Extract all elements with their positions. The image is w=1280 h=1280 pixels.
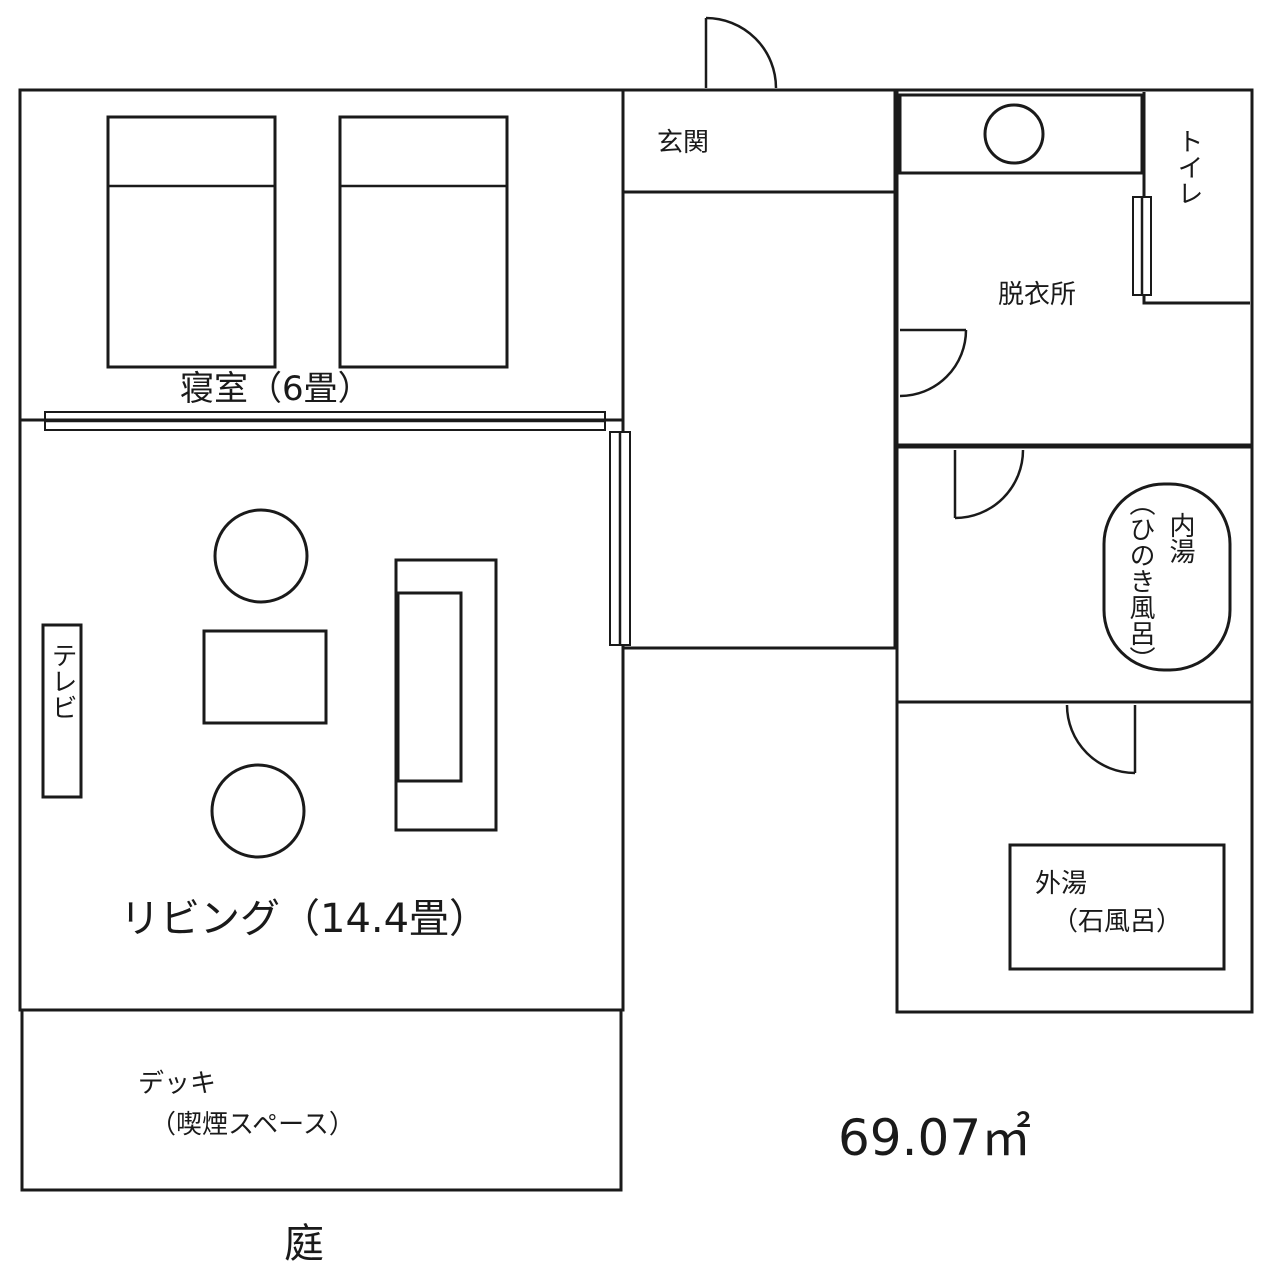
garden-label: 庭 xyxy=(284,1221,324,1267)
tv-label: テレビ xyxy=(47,642,77,720)
inner-bath-label: 内湯 xyxy=(1165,512,1195,564)
inner-bath-note: （ひのき風呂） xyxy=(1125,490,1155,672)
dressing-walls xyxy=(895,88,1254,447)
entrance: 玄関 xyxy=(621,16,897,194)
deck-walls xyxy=(20,1008,623,1192)
toilet-sliding-door[interactable] xyxy=(1132,196,1152,296)
outer-bath-door[interactable] xyxy=(1065,704,1137,775)
deck: デッキ （喫煙スペース） xyxy=(20,1008,623,1192)
coffee-table xyxy=(202,629,328,725)
stool-bottom xyxy=(210,763,306,859)
living-room: テレビ リビング（14.4畳） xyxy=(18,418,631,1012)
hinoki-tub xyxy=(1102,482,1232,672)
tv-cabinet: テレビ xyxy=(41,623,83,799)
sofa xyxy=(394,558,498,832)
washbasin xyxy=(983,103,1045,165)
bedroom: 寝室（6畳） xyxy=(18,88,625,422)
dressing-door[interactable] xyxy=(899,328,968,398)
living-label: リビング（14.4畳） xyxy=(120,896,489,942)
dressing-label: 脱衣所 xyxy=(998,280,1076,310)
bedroom-label: 寝室（6畳） xyxy=(180,369,372,409)
bed-left xyxy=(106,115,277,369)
floor-area: 69.07㎡ xyxy=(838,1109,1031,1167)
toilet-label: トイレ xyxy=(1173,128,1203,206)
inner-bath-door[interactable] xyxy=(953,449,1025,520)
outer-bath-room: 外湯 （石風呂） xyxy=(895,700,1254,1014)
vanity-counter xyxy=(898,93,1144,175)
stool-top xyxy=(213,508,309,604)
entry-door[interactable] xyxy=(704,16,778,89)
dressing-room: 脱衣所 xyxy=(895,88,1254,447)
outer-bath-walls xyxy=(895,700,1254,1014)
outer-bath-note: （石風呂） xyxy=(1052,907,1182,937)
outer-bath-label: 外湯 xyxy=(1035,869,1087,899)
hallway xyxy=(623,190,897,650)
sliding-door-living-hall[interactable] xyxy=(609,431,631,646)
bed-right xyxy=(338,115,509,369)
toilet: トイレ xyxy=(1132,92,1250,305)
deck-label: デッキ xyxy=(138,1069,216,1099)
deck-note: （喫煙スペース） xyxy=(150,1110,355,1140)
entrance-label: 玄関 xyxy=(657,128,709,158)
stone-tub xyxy=(1008,843,1226,971)
inner-bath-room: 内湯 （ひのき風呂） xyxy=(895,445,1254,704)
